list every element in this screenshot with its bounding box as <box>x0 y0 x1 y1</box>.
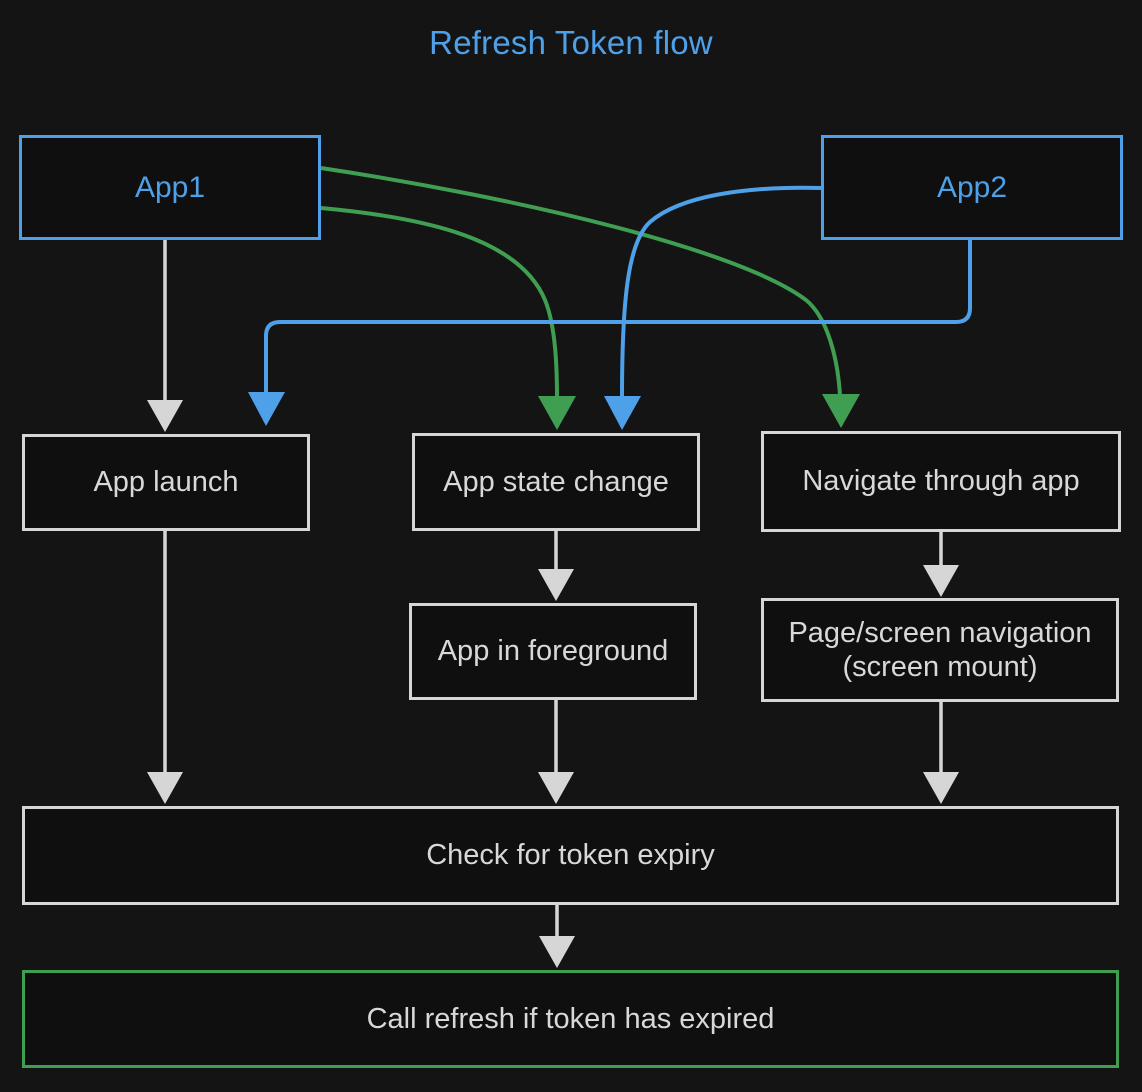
node-app2[interactable]: App2 <box>821 135 1123 240</box>
edge-app1-to-app-state-change <box>320 206 576 430</box>
node-app1-label: App1 <box>134 170 206 204</box>
edge-app1-to-app-launch <box>147 240 183 432</box>
node-app-in-foreground[interactable]: App in foreground <box>409 603 697 700</box>
edge-app-launch-to-check <box>147 531 183 804</box>
edge-app1-to-navigate <box>320 166 860 428</box>
edge-foreground-to-check <box>538 700 574 804</box>
node-app-state-change-label: App state change <box>443 465 669 498</box>
node-app-launch[interactable]: App launch <box>22 434 310 531</box>
edge-page-screen-to-check <box>923 702 959 804</box>
edge-check-to-call-refresh <box>539 905 575 968</box>
edge-app2-to-app-state-change <box>604 185 822 430</box>
edge-navigate-to-page-screen <box>923 532 959 597</box>
node-navigate-through-app-label: Navigate through app <box>802 465 1080 498</box>
node-page-screen-navigation[interactable]: Page/screen navigation (screen mount) <box>761 598 1119 702</box>
page-title: Refresh Token flow <box>429 24 713 61</box>
node-app1[interactable]: App1 <box>19 135 321 240</box>
node-app-in-foreground-label: App in foreground <box>437 635 669 668</box>
node-app-state-change[interactable]: App state change <box>412 433 700 531</box>
edge-app2-to-app-launch <box>248 240 972 426</box>
node-call-refresh[interactable]: Call refresh if token has expired <box>22 970 1119 1068</box>
node-call-refresh-label: Call refresh if token has expired <box>366 1002 775 1035</box>
edge-app-state-to-foreground <box>538 531 574 601</box>
node-app-launch-label: App launch <box>93 466 239 499</box>
node-app2-label: App2 <box>936 170 1008 204</box>
node-page-screen-navigation-label: Page/screen navigation (screen mount) <box>788 616 1092 683</box>
node-check-token-expiry-label: Check for token expiry <box>426 839 715 872</box>
node-check-token-expiry[interactable]: Check for token expiry <box>22 806 1119 905</box>
node-navigate-through-app[interactable]: Navigate through app <box>761 431 1121 532</box>
